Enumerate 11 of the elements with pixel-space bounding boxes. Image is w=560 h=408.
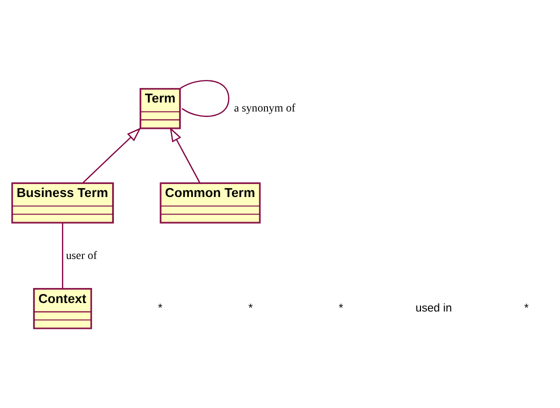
edge-label: user of: [66, 249, 98, 262]
label: used in: [415, 302, 452, 314]
label: *: [158, 302, 162, 314]
arrow: [82, 127, 142, 183]
label: *: [338, 302, 344, 314]
connector: [180, 79, 230, 116]
label: *: [248, 302, 253, 314]
label: *: [524, 302, 529, 314]
connector: [62, 222, 64, 288]
arrow: [170, 126, 200, 182]
edge-label: a synonym of: [234, 102, 296, 114]
